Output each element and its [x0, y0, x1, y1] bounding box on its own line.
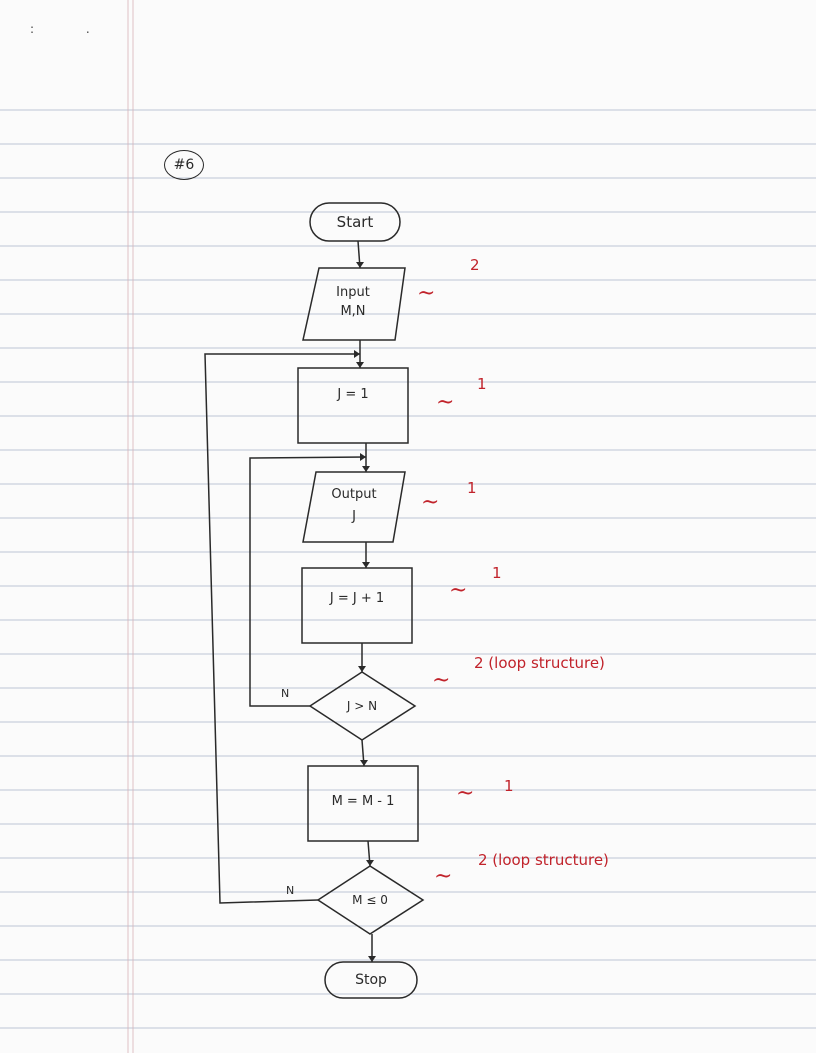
inner-loop-line	[249, 456, 367, 707]
start-terminal	[309, 202, 401, 242]
decision-m-label: M ≤ 0	[352, 893, 388, 907]
output-label-line1: Output	[331, 487, 377, 502]
arrow-decision-m	[366, 860, 374, 866]
output-label-line2: J	[352, 509, 356, 524]
check-mark-decrement: ~	[456, 781, 475, 806]
input-label-line2: M,N	[340, 304, 366, 319]
increment-j-label: J = J + 1	[329, 591, 385, 606]
outer-loop-line	[204, 353, 360, 904]
arrow-outer-loop	[354, 350, 360, 358]
arrow-increment	[362, 562, 370, 568]
set-j-label: J = 1	[337, 387, 369, 402]
decrement-m-label: M = M - 1	[331, 794, 395, 809]
input-parallelogram	[302, 267, 406, 341]
check-mark-set-j: ~	[436, 390, 455, 415]
arrow-output	[362, 466, 370, 472]
score-set-j: 1	[477, 375, 487, 393]
output-parallelogram	[302, 471, 406, 543]
increment-j-process	[301, 567, 413, 644]
stop-label: Stop	[355, 972, 387, 988]
corner-marks: : .	[30, 22, 114, 36]
arrow-stop	[368, 956, 376, 962]
decision-m-diamond	[316, 865, 425, 935]
arrow-decrement	[360, 760, 368, 766]
arrow-inner-loop	[360, 453, 366, 461]
no-label-outer-loop: N	[286, 884, 295, 897]
decision-j-label: J > N	[346, 699, 378, 713]
problem-number: #6	[164, 150, 204, 180]
score-outer-loop: 2 (loop structure)	[478, 851, 609, 869]
set-j-process	[297, 367, 409, 444]
check-mark-inner-loop: ~	[432, 668, 451, 693]
score-input: 2	[470, 256, 480, 274]
no-label-inner-loop: N	[281, 687, 290, 700]
input-label-line1: Input	[336, 285, 370, 300]
check-mark-increment: ~	[449, 578, 468, 603]
decrement-m-process	[307, 765, 419, 842]
check-mark-input: ~	[417, 281, 436, 306]
arrow-decision-j	[358, 666, 366, 672]
score-inner-loop: 2 (loop structure)	[474, 654, 605, 672]
arrow-input	[356, 262, 364, 268]
check-mark-output: ~	[421, 490, 440, 515]
score-increment: 1	[492, 564, 502, 582]
start-label: Start	[336, 213, 374, 231]
score-output: 1	[467, 479, 477, 497]
score-decrement: 1	[504, 777, 514, 795]
check-mark-outer-loop: ~	[434, 864, 453, 889]
arrow-set-j	[356, 362, 364, 368]
stop-terminal	[324, 961, 418, 999]
